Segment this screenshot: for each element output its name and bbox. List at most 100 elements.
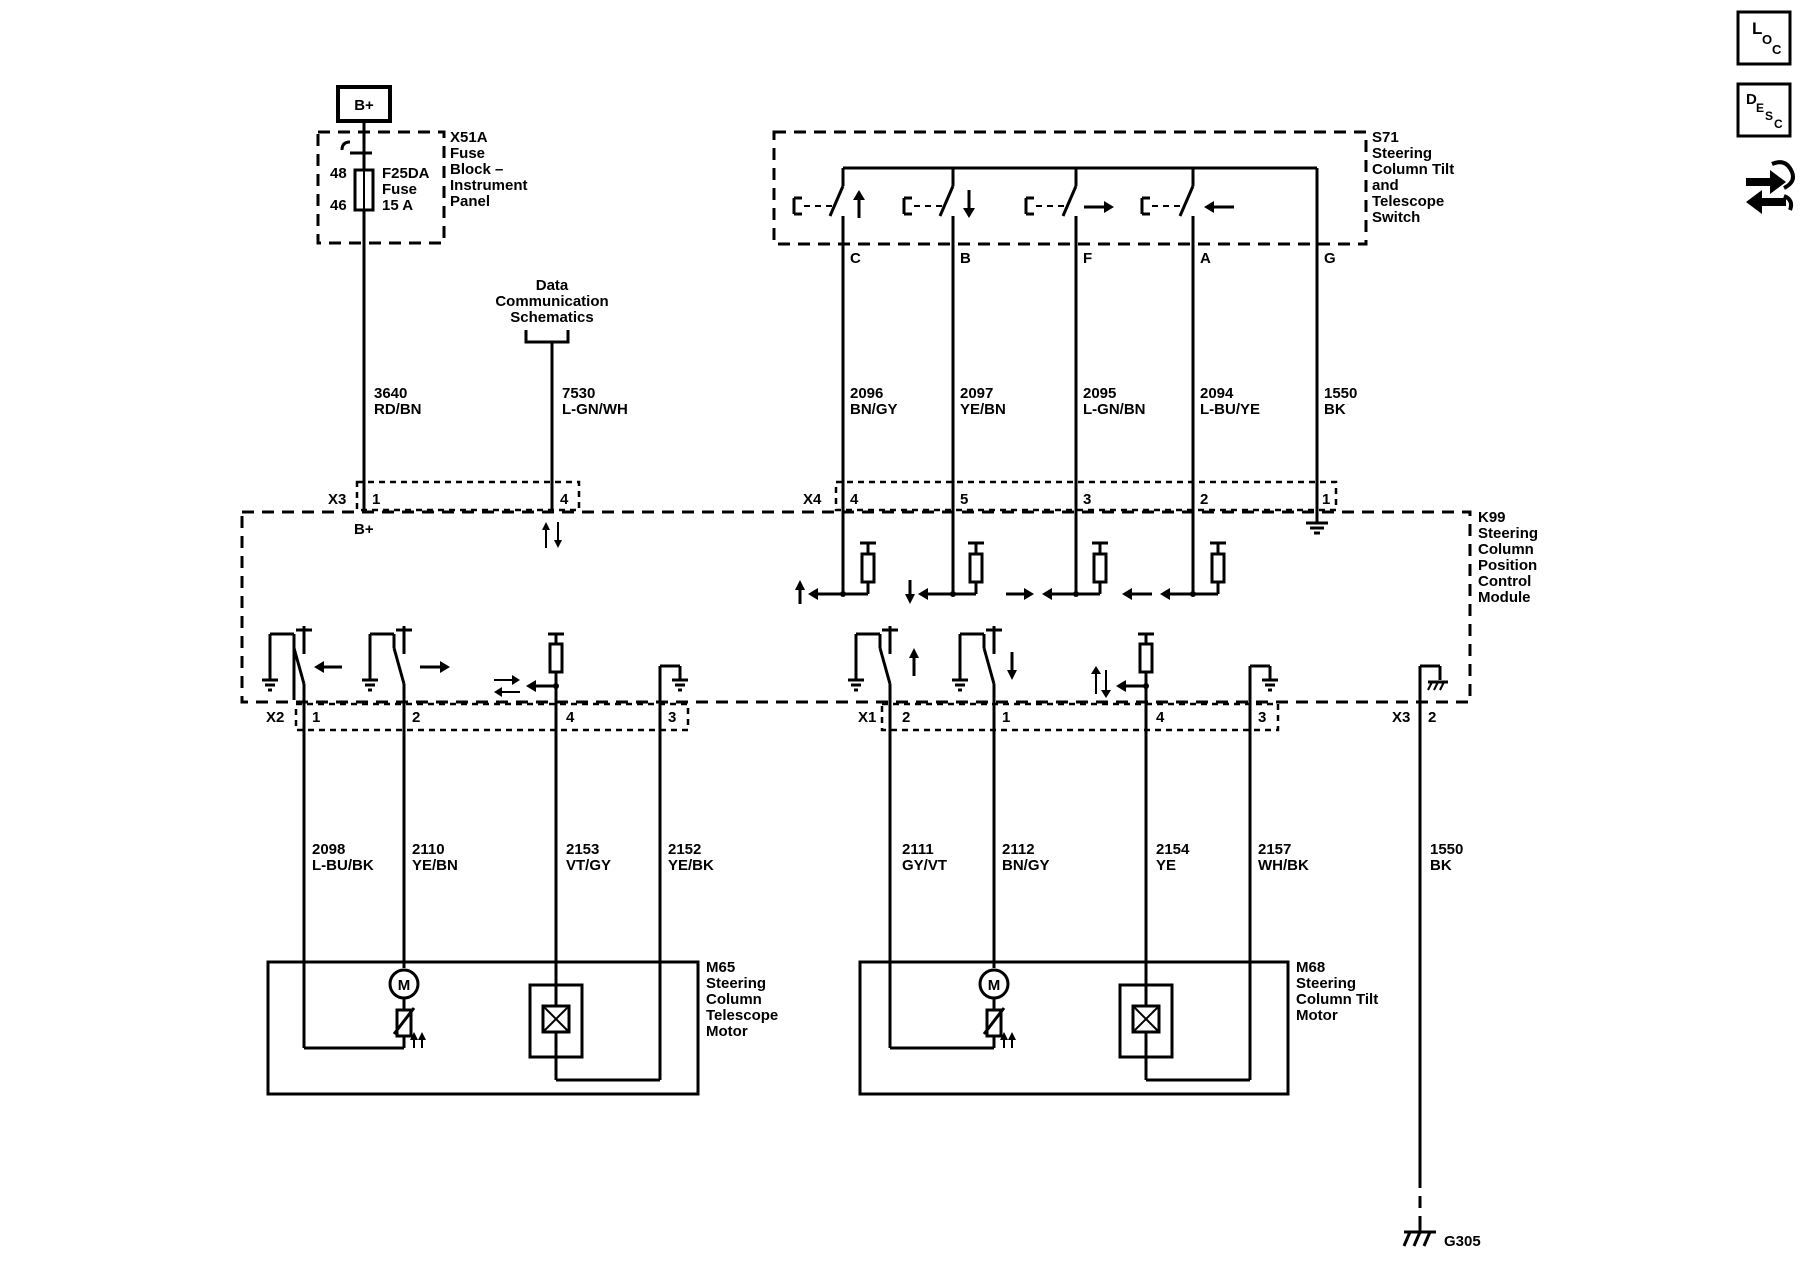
wire-2097-circuit: 2097 — [960, 385, 993, 402]
wire-3640-color: RD/BN — [374, 401, 422, 418]
description-view-button[interactable]: D E S C — [1736, 82, 1792, 138]
wire-2096-circuit: 2096 — [850, 385, 883, 402]
x4-pin-4: 4 — [850, 491, 859, 508]
s71-pin-a: A — [1200, 250, 1211, 267]
bplus-label: B+ — [354, 97, 374, 114]
wire-2098-circuit: 2098 — [312, 841, 345, 858]
desc-letter-e: E — [1756, 101, 1764, 115]
x3-top-pin-1: 1 — [372, 491, 380, 508]
wire-2098-color: L-BU/BK — [312, 857, 374, 874]
s71-pin-b: B — [960, 250, 971, 267]
input-circuit-left — [1122, 510, 1226, 600]
desc-letter-s: S — [1765, 109, 1773, 123]
x2-pin-4: 4 — [566, 709, 575, 726]
wire-2112-circuit: 2112 — [1002, 841, 1035, 858]
wire-2153-color: VT/GY — [566, 857, 611, 874]
driver-telescope-1 — [262, 626, 342, 710]
wire-2095-color: L-GN/BN — [1083, 401, 1146, 418]
motor-m65-letter: M — [398, 977, 411, 994]
m68-id: M68 — [1296, 959, 1325, 976]
x4-pin-1: 1 — [1322, 491, 1330, 508]
wire-7530-color: L-GN/WH — [562, 401, 628, 418]
input-circuit-up — [795, 510, 876, 604]
fuse-id: F25DA — [382, 165, 430, 182]
x51a-line3: Instrument — [450, 177, 528, 194]
x3-bottom-id: X3 — [1392, 709, 1410, 726]
wire-2110-color: YE/BN — [412, 857, 458, 874]
input-circuit-right — [1006, 510, 1108, 600]
switch-s71: C B F A G S71 Steering Column Tilt and T… — [772, 129, 1454, 510]
s71-line2: Column Tilt — [1372, 161, 1454, 178]
x2-pin-1: 1 — [312, 709, 320, 726]
wire-2112-color: BN/GY — [1002, 857, 1050, 874]
wire-2152-circuit: 2152 — [668, 841, 701, 858]
position-sensor-telescope-input — [494, 632, 564, 710]
s71-id: S71 — [1372, 129, 1399, 146]
location-view-button[interactable]: L O C — [1736, 10, 1792, 66]
wire-2094-circuit: 2094 — [1200, 385, 1234, 402]
x51a-line1: Fuse — [450, 145, 485, 162]
wire-1550-color-top: BK — [1324, 401, 1346, 418]
input-circuit-down — [905, 510, 984, 604]
m65-line2: Column — [706, 991, 762, 1008]
s71-line5: Switch — [1372, 209, 1420, 226]
x51a-line4: Panel — [450, 193, 490, 210]
x2-pin-3: 3 — [668, 709, 676, 726]
switch-contact-down — [902, 168, 975, 510]
x3-top-id: X3 — [328, 491, 346, 508]
dcs-line2: Communication — [495, 293, 608, 310]
wire-1550-color-bottom: BK — [1430, 857, 1452, 874]
desc-letter-c: C — [1774, 117, 1783, 131]
data-communication-reference: Data Communication Schematics — [495, 277, 609, 510]
connector-swap-icon[interactable] — [1746, 160, 1795, 214]
connector-x2: X2 1 2 4 3 — [266, 702, 690, 732]
switch-contact-up — [792, 168, 865, 510]
wire-2157-circuit: 2157 — [1258, 841, 1291, 858]
x2-id: X2 — [266, 709, 284, 726]
fuse-pin-bottom: 46 — [330, 197, 347, 214]
x51a-id: X51A — [450, 129, 488, 146]
wire-2154-color: YE — [1156, 857, 1176, 874]
connector-x4: X4 4 5 3 2 1 — [803, 480, 1338, 512]
x4-id: X4 — [803, 491, 822, 508]
connector-x1: X1 2 1 4 3 — [858, 702, 1280, 732]
m68-line2: Column Tilt — [1296, 991, 1378, 1008]
x4-pin-3: 3 — [1083, 491, 1091, 508]
x4-pin-5: 5 — [960, 491, 968, 508]
wire-1550-circuit-bottom: 1550 — [1430, 841, 1463, 858]
x4-pin-2: 2 — [1200, 491, 1208, 508]
ground-g305: G305 — [1402, 1222, 1481, 1250]
driver-tilt-1 — [848, 626, 919, 710]
m68-line1: Steering — [1296, 975, 1356, 992]
bplus-supply: B+ — [336, 85, 392, 147]
k99-line3: Position — [1478, 557, 1537, 574]
k99-line2: Column — [1478, 541, 1534, 558]
wire-2111-circuit: 2111 — [902, 841, 934, 858]
module-k99: K99 Steering Column Position Control Mod… — [240, 509, 1538, 710]
s71-pin-g: G — [1324, 250, 1336, 267]
k99-line5: Module — [1478, 589, 1531, 606]
x2-pin-2: 2 — [412, 709, 420, 726]
switch-contact-right — [1024, 168, 1114, 510]
k99-id: K99 — [1478, 509, 1506, 526]
fuse-type: Fuse — [382, 181, 417, 198]
x1-pin-1: 1 — [1002, 709, 1010, 726]
desc-letter-d: D — [1746, 91, 1757, 108]
ground-return-telescope — [658, 664, 688, 710]
s71-line4: Telescope — [1372, 193, 1444, 210]
wire-7530-circuit: 7530 — [562, 385, 595, 402]
x1-id: X1 — [858, 709, 876, 726]
k99-bplus: B+ — [354, 521, 374, 538]
fuse-rating: 15 A — [382, 197, 413, 214]
m65-id: M65 — [706, 959, 735, 976]
wire-2152-color: YE/BK — [668, 857, 714, 874]
wire-2157-color: WH/BK — [1258, 857, 1309, 874]
wire-2095-circuit: 2095 — [1083, 385, 1116, 402]
x1-pin-4: 4 — [1156, 709, 1165, 726]
x1-pin-2: 2 — [902, 709, 910, 726]
connector-x3-top: X3 1 4 — [328, 480, 581, 512]
wire-3640-circuit: 3640 — [374, 385, 407, 402]
wire-2094-color: L-BU/YE — [1200, 401, 1260, 418]
s71-line1: Steering — [1372, 145, 1432, 162]
